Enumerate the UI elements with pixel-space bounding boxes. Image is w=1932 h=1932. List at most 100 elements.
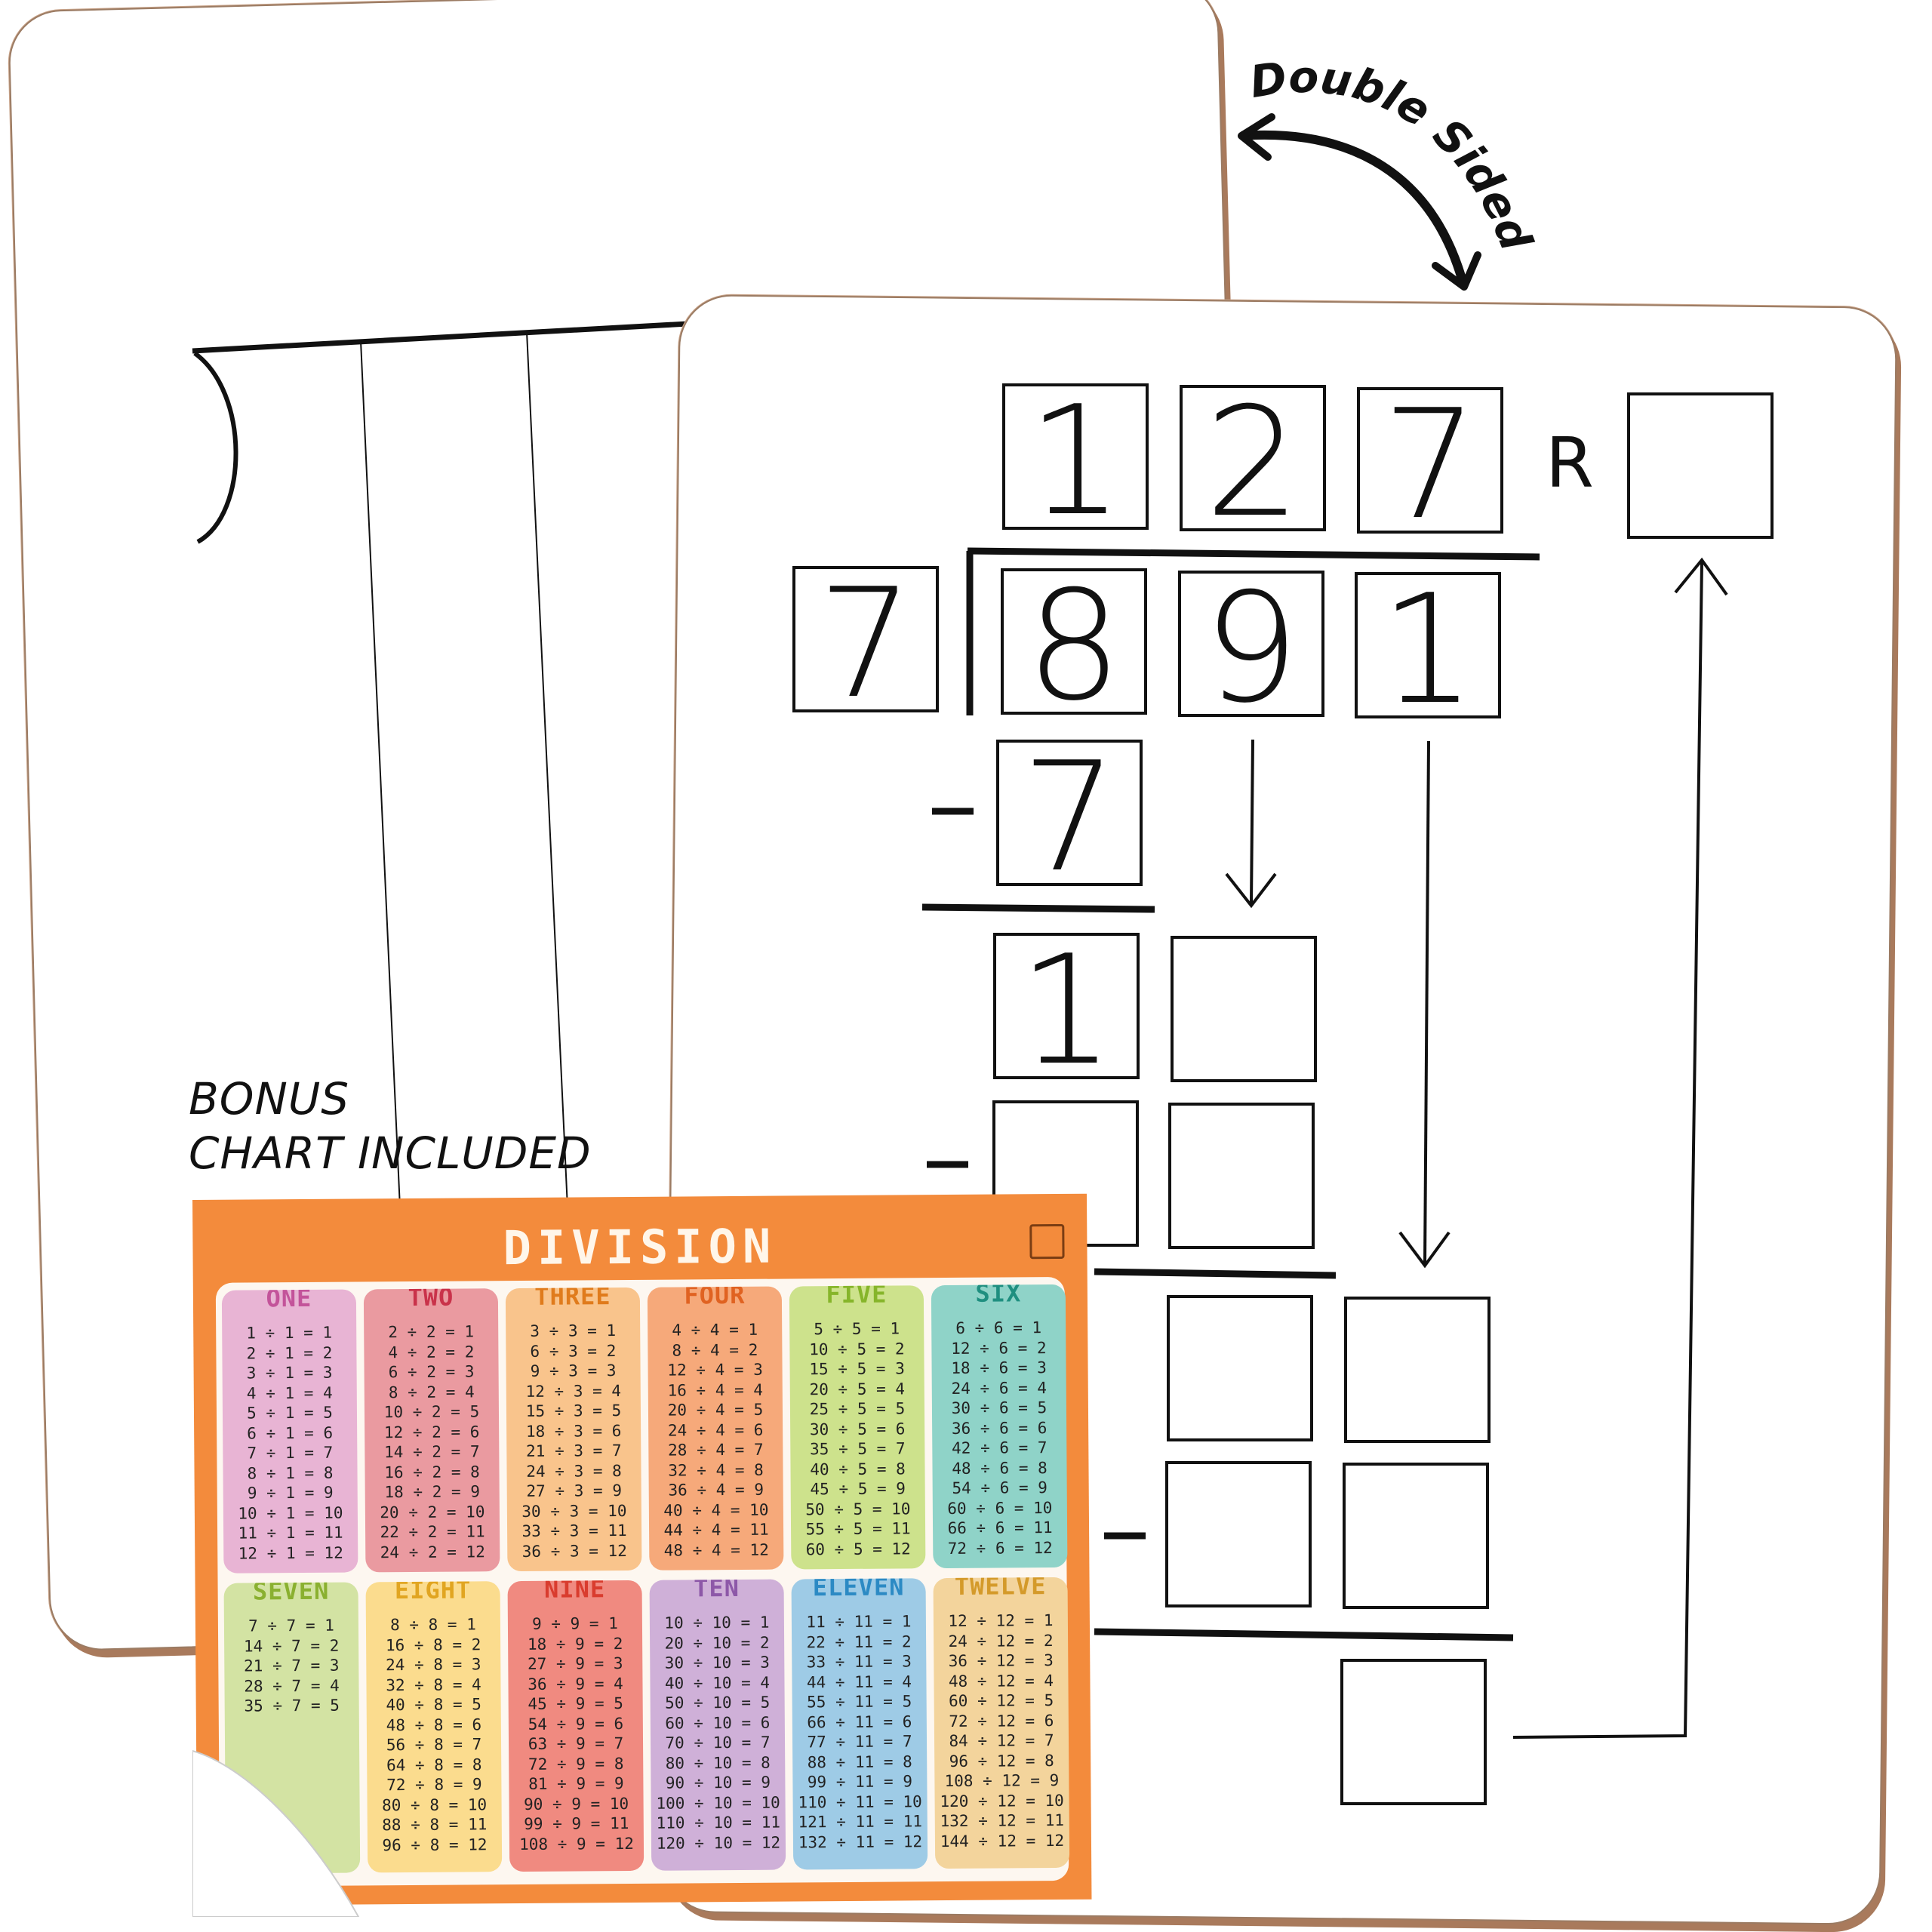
chart-fact: 27 ÷ 3 = 9 xyxy=(526,1481,623,1500)
chart-fact: 66 ÷ 6 = 11 xyxy=(947,1518,1053,1538)
chart-fact: 54 ÷ 9 = 6 xyxy=(528,1714,624,1734)
chart-fact: 32 ÷ 8 = 4 xyxy=(386,1675,481,1694)
chart-fact: 35 ÷ 5 = 7 xyxy=(810,1439,906,1459)
chart-fact: 30 ÷ 10 = 3 xyxy=(664,1653,770,1672)
chart-fact: 8 ÷ 8 = 1 xyxy=(389,1615,476,1635)
chart-fact: 1 ÷ 1 = 1 xyxy=(246,1323,333,1343)
chart-fact: 16 ÷ 4 = 4 xyxy=(667,1380,764,1400)
chart-fact: 21 ÷ 7 = 3 xyxy=(244,1656,340,1675)
chart-fact: 9 ÷ 3 = 3 xyxy=(530,1361,617,1380)
chart-fact: 4 ÷ 4 = 1 xyxy=(672,1320,758,1340)
chart-fact: 40 ÷ 4 = 10 xyxy=(663,1500,769,1520)
chart-fact: 4 ÷ 2 = 2 xyxy=(388,1342,475,1361)
chart-fact: 22 ÷ 11 = 2 xyxy=(806,1632,912,1651)
chart-fact: 18 ÷ 6 = 3 xyxy=(951,1358,1047,1377)
chart-fact: 110 ÷ 10 = 11 xyxy=(656,1813,781,1832)
chart-fact: 22 ÷ 2 = 11 xyxy=(380,1522,485,1542)
chart-fact: 110 ÷ 11 = 10 xyxy=(798,1792,922,1811)
chart-fact: 55 ÷ 11 = 5 xyxy=(807,1692,912,1712)
chart-fact: 63 ÷ 9 = 7 xyxy=(528,1734,624,1753)
chart-fact: 8 ÷ 1 = 8 xyxy=(247,1463,334,1483)
chart-fact: 80 ÷ 10 = 8 xyxy=(665,1753,771,1773)
chart-fact: 12 ÷ 4 = 3 xyxy=(667,1360,763,1380)
chart-column-title: ELEVEN xyxy=(812,1578,905,1602)
chart-fact: 20 ÷ 4 = 5 xyxy=(667,1400,764,1420)
chart-fact: 55 ÷ 5 = 11 xyxy=(805,1519,911,1539)
chart-fact: 5 ÷ 5 = 1 xyxy=(814,1319,900,1339)
chart-fact: 100 ÷ 10 = 10 xyxy=(656,1793,780,1813)
chart-column-title: THREE xyxy=(534,1287,611,1311)
chart-fact: 56 ÷ 8 = 7 xyxy=(386,1735,482,1755)
chart-fact: 12 ÷ 2 = 6 xyxy=(383,1422,480,1441)
chart-fact: 14 ÷ 7 = 2 xyxy=(243,1636,340,1656)
chart-fact: 54 ÷ 6 = 9 xyxy=(952,1478,1048,1497)
chart-fact: 60 ÷ 6 = 10 xyxy=(947,1498,1053,1518)
chart-fact: 72 ÷ 12 = 6 xyxy=(949,1711,1054,1730)
chart-fact: 72 ÷ 8 = 9 xyxy=(386,1775,482,1795)
chart-fact: 24 ÷ 6 = 4 xyxy=(951,1378,1048,1398)
chart-fact: 8 ÷ 4 = 2 xyxy=(672,1340,758,1360)
chart-fact: 44 ÷ 11 = 4 xyxy=(806,1672,912,1691)
chart-fact: 6 ÷ 6 = 1 xyxy=(955,1318,1042,1337)
chart-fact: 120 ÷ 10 = 12 xyxy=(656,1833,781,1853)
chart-fact: 120 ÷ 12 = 10 xyxy=(940,1791,1064,1810)
chart-fact: 36 ÷ 6 = 6 xyxy=(951,1418,1048,1438)
chart-title: DIVISION xyxy=(503,1218,777,1276)
chart-fact: 64 ÷ 8 = 8 xyxy=(386,1755,482,1774)
chart-fact: 72 ÷ 9 = 8 xyxy=(528,1754,624,1774)
chart-fact: 121 ÷ 11 = 11 xyxy=(798,1812,923,1832)
chart-fact: 60 ÷ 5 = 12 xyxy=(805,1539,911,1558)
chart-fact: 15 ÷ 5 = 3 xyxy=(809,1359,905,1379)
chart-fact: 7 ÷ 7 = 1 xyxy=(248,1616,334,1635)
chart-fact: 6 ÷ 3 = 2 xyxy=(530,1341,617,1361)
chart-fact: 81 ÷ 9 = 9 xyxy=(528,1774,624,1793)
bonus-line-1: BONUS xyxy=(189,1073,350,1124)
chart-fact: 18 ÷ 9 = 2 xyxy=(527,1634,623,1654)
chart-fact: 132 ÷ 12 = 11 xyxy=(940,1810,1065,1831)
chart-fact: 30 ÷ 6 = 5 xyxy=(951,1398,1048,1417)
chart-fact: 16 ÷ 8 = 2 xyxy=(385,1635,481,1654)
chart-fact: 3 ÷ 3 = 1 xyxy=(530,1321,617,1340)
chart-fact: 108 ÷ 12 = 9 xyxy=(944,1771,1060,1791)
chart-fact: 96 ÷ 8 = 12 xyxy=(382,1835,488,1854)
bonus-chart-label: BONUS CHART INCLUDED xyxy=(189,1072,592,1180)
chart-fact: 66 ÷ 11 = 6 xyxy=(807,1712,912,1731)
chart-fact: 18 ÷ 2 = 9 xyxy=(384,1482,481,1502)
chart-fact: 18 ÷ 3 = 6 xyxy=(525,1421,622,1441)
chart-fact: 8 ÷ 2 = 4 xyxy=(388,1382,475,1401)
chart-fact: 12 ÷ 6 = 2 xyxy=(951,1338,1047,1358)
chart-fact: 108 ÷ 9 = 12 xyxy=(519,1834,634,1854)
chart-fact: 15 ÷ 3 = 5 xyxy=(525,1401,622,1420)
chart-fact: 90 ÷ 9 = 10 xyxy=(523,1794,629,1814)
chart-fact: 60 ÷ 12 = 5 xyxy=(949,1691,1054,1711)
chart-fact: 132 ÷ 11 = 12 xyxy=(798,1832,923,1851)
chart-fact: 28 ÷ 4 = 7 xyxy=(668,1440,764,1460)
chart-fact: 99 ÷ 11 = 9 xyxy=(807,1772,913,1792)
chart-fact: 48 ÷ 12 = 4 xyxy=(948,1671,1054,1690)
chart-fact: 80 ÷ 8 = 10 xyxy=(381,1795,488,1814)
chart-fact: 36 ÷ 12 = 3 xyxy=(948,1651,1054,1671)
chart-fact: 9 ÷ 9 = 1 xyxy=(531,1614,618,1633)
chart-fact: 6 ÷ 1 = 6 xyxy=(247,1423,334,1443)
chart-fact: 28 ÷ 7 = 4 xyxy=(244,1676,340,1696)
chart-column-title: SIX xyxy=(975,1284,1022,1308)
chart-fact: 48 ÷ 6 = 8 xyxy=(952,1458,1048,1478)
chart-fact: 12 ÷ 3 = 4 xyxy=(525,1381,622,1401)
chart-fact: 12 ÷ 12 = 1 xyxy=(948,1611,1054,1631)
chart-fact: 10 ÷ 2 = 5 xyxy=(383,1402,480,1422)
chart-fact: 144 ÷ 12 = 12 xyxy=(940,1831,1065,1850)
chart-column-title: ONE xyxy=(266,1289,312,1313)
chart-fact: 24 ÷ 2 = 12 xyxy=(380,1542,485,1561)
